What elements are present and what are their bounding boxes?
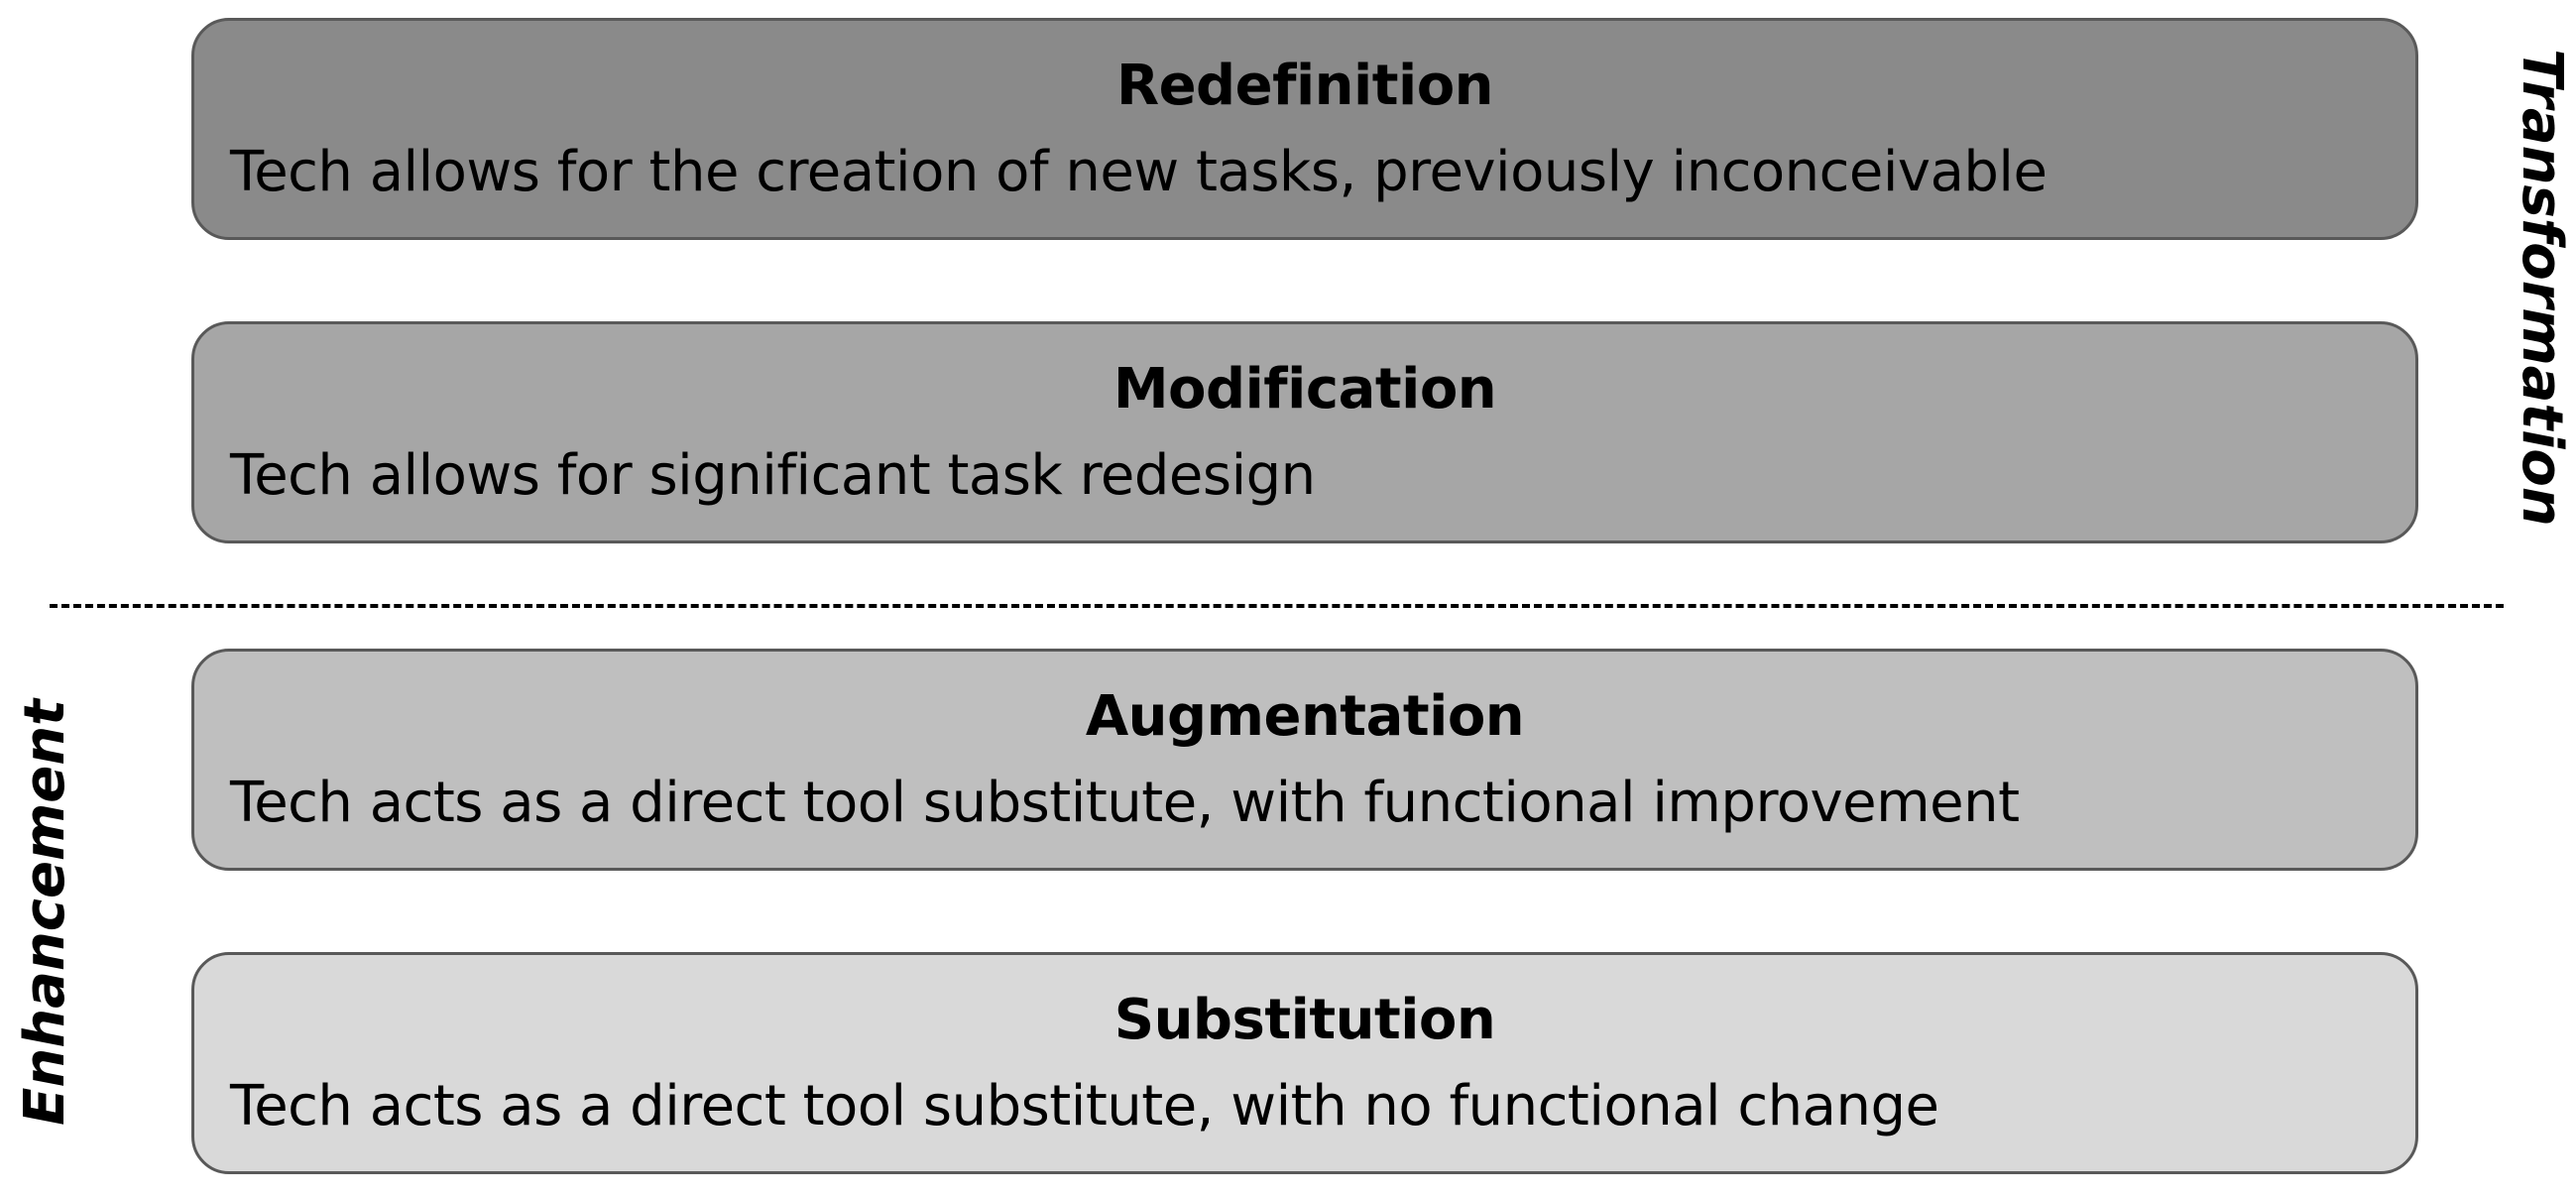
redefinition-box: Redefinition Tech allows for the creatio… xyxy=(191,18,2418,240)
enhancement-label: Enhancement xyxy=(13,699,77,1126)
enhancement-transformation-divider xyxy=(50,604,2504,608)
substitution-title: Substitution xyxy=(1113,988,1496,1052)
augmentation-description: Tech acts as a direct tool substitute, w… xyxy=(230,771,2020,835)
redefinition-title: Redefinition xyxy=(1115,54,1494,118)
transformation-label: Transformation xyxy=(2510,49,2574,527)
substitution-box: Substitution Tech acts as a direct tool … xyxy=(191,952,2418,1174)
modification-description: Tech allows for significant task redesig… xyxy=(230,443,1316,508)
redefinition-description: Tech allows for the creation of new task… xyxy=(230,140,2048,204)
substitution-description: Tech acts as a direct tool substitute, w… xyxy=(230,1074,1939,1138)
modification-box: Modification Tech allows for significant… xyxy=(191,321,2418,543)
modification-title: Modification xyxy=(1112,357,1497,421)
augmentation-title: Augmentation xyxy=(1085,684,1525,749)
augmentation-box: Augmentation Tech acts as a direct tool … xyxy=(191,649,2418,871)
